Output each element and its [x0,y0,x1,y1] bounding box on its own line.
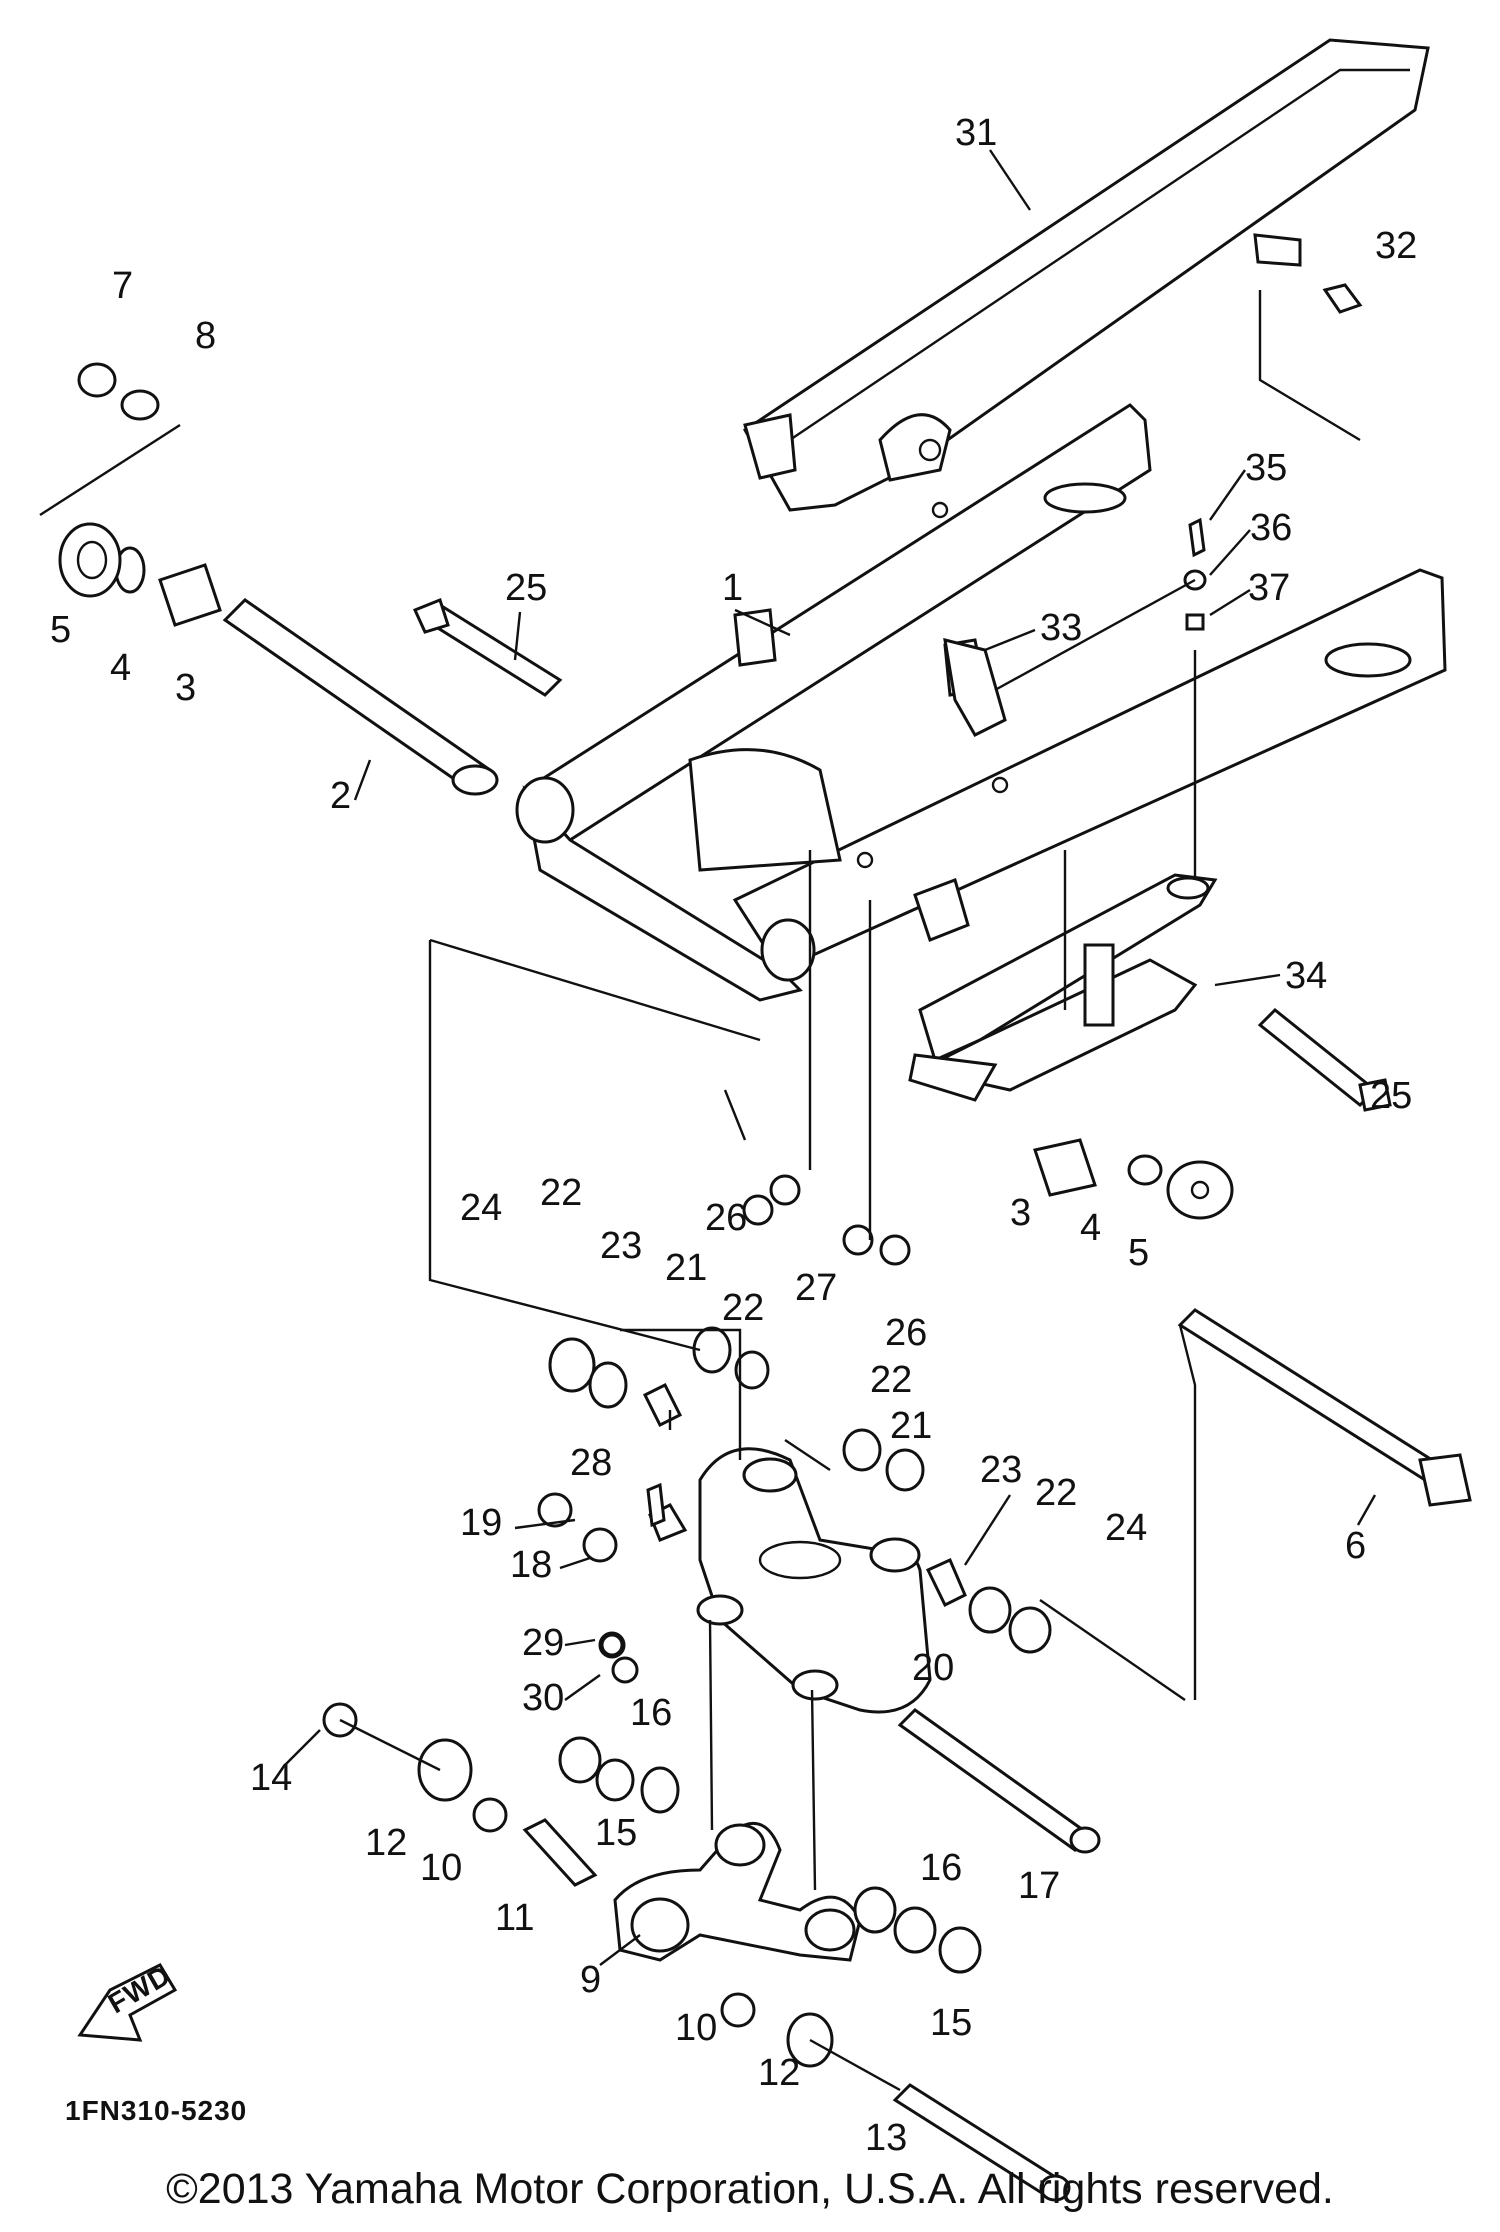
left-pivot-hardware [58,362,222,627]
callout: 3 [1010,1192,1031,1234]
callouts: 1 2 3 3 4 4 5 5 6 7 8 9 10 10 11 12 12 1… [50,112,1417,2159]
callout: 18 [510,1544,552,1586]
callout: 20 [912,1647,954,1689]
chain-guide-part [943,637,1007,737]
callout: 36 [1250,507,1292,549]
callout: 35 [1245,447,1287,489]
fwd-arrow-icon: FWD [77,1959,178,2042]
callout: 25 [505,567,547,609]
callout: 22 [722,1287,764,1329]
callout: 23 [980,1449,1022,1491]
callout: 31 [955,112,997,154]
relay-arm-part [696,1447,932,1714]
callout: 21 [890,1405,932,1447]
relay-bolts [892,1708,1101,2202]
callout: 33 [1040,607,1082,649]
callout: 12 [365,1822,407,1864]
callout: 4 [1080,1207,1101,1249]
assembly-lines [39,290,1361,2092]
callout: 15 [595,1812,637,1854]
callout: 6 [1345,1525,1366,1567]
callout: 32 [1375,225,1417,267]
diagram-code: 1FN310-5230 [65,2095,247,2126]
long-bolt-part [1177,1308,1472,1507]
callout: 10 [420,1847,462,1889]
callout: 11 [495,1897,534,1939]
upper-bolt-part [412,598,563,697]
callout: 30 [522,1677,564,1719]
callout: 22 [870,1359,912,1401]
callout: 1 [722,567,743,609]
callout: 7 [112,265,133,307]
connecting-rod-part [613,1821,862,1962]
small-fasteners [600,283,1363,1657]
callout: 5 [50,609,71,651]
callout: 26 [705,1197,747,1239]
small-bearings [322,1174,1052,2068]
callout: 26 [885,1312,927,1354]
callout: 16 [630,1692,672,1734]
callout: 13 [865,2117,907,2159]
callout: 22 [540,1172,582,1214]
callout: 29 [522,1622,564,1664]
callout: 28 [570,1442,612,1484]
callout: 9 [580,1959,601,2001]
right-pivot-hardware [1033,1007,1392,1220]
copyright-notice: ©2013 Yamaha Motor Corporation, U.S.A. A… [166,2165,1334,2213]
callout: 27 [795,1267,837,1309]
callout: 37 [1248,567,1290,609]
callout: 24 [1105,1507,1147,1549]
callout: 19 [460,1502,502,1544]
chain-support-part [908,873,1218,1102]
callout: 24 [460,1187,502,1229]
callout: 12 [758,2052,800,2094]
chain-case-part [743,38,1430,512]
callout: 34 [1285,955,1327,997]
callout: 22 [1035,1472,1077,1514]
callout: 10 [675,2007,717,2049]
callout: 3 [175,667,196,709]
callout: 17 [1018,1865,1060,1907]
callout: 4 [110,647,131,689]
pivot-shaft-part [222,598,499,796]
callout: 23 [600,1225,642,1267]
callout: 16 [920,1847,962,1889]
callout: 5 [1128,1232,1149,1274]
swingarm-part [515,403,1447,1002]
callout: 2 [330,775,351,817]
callout: 25 [1370,1075,1412,1117]
callout: 15 [930,2002,972,2044]
callout: 21 [665,1247,707,1289]
callout: 8 [195,315,216,357]
